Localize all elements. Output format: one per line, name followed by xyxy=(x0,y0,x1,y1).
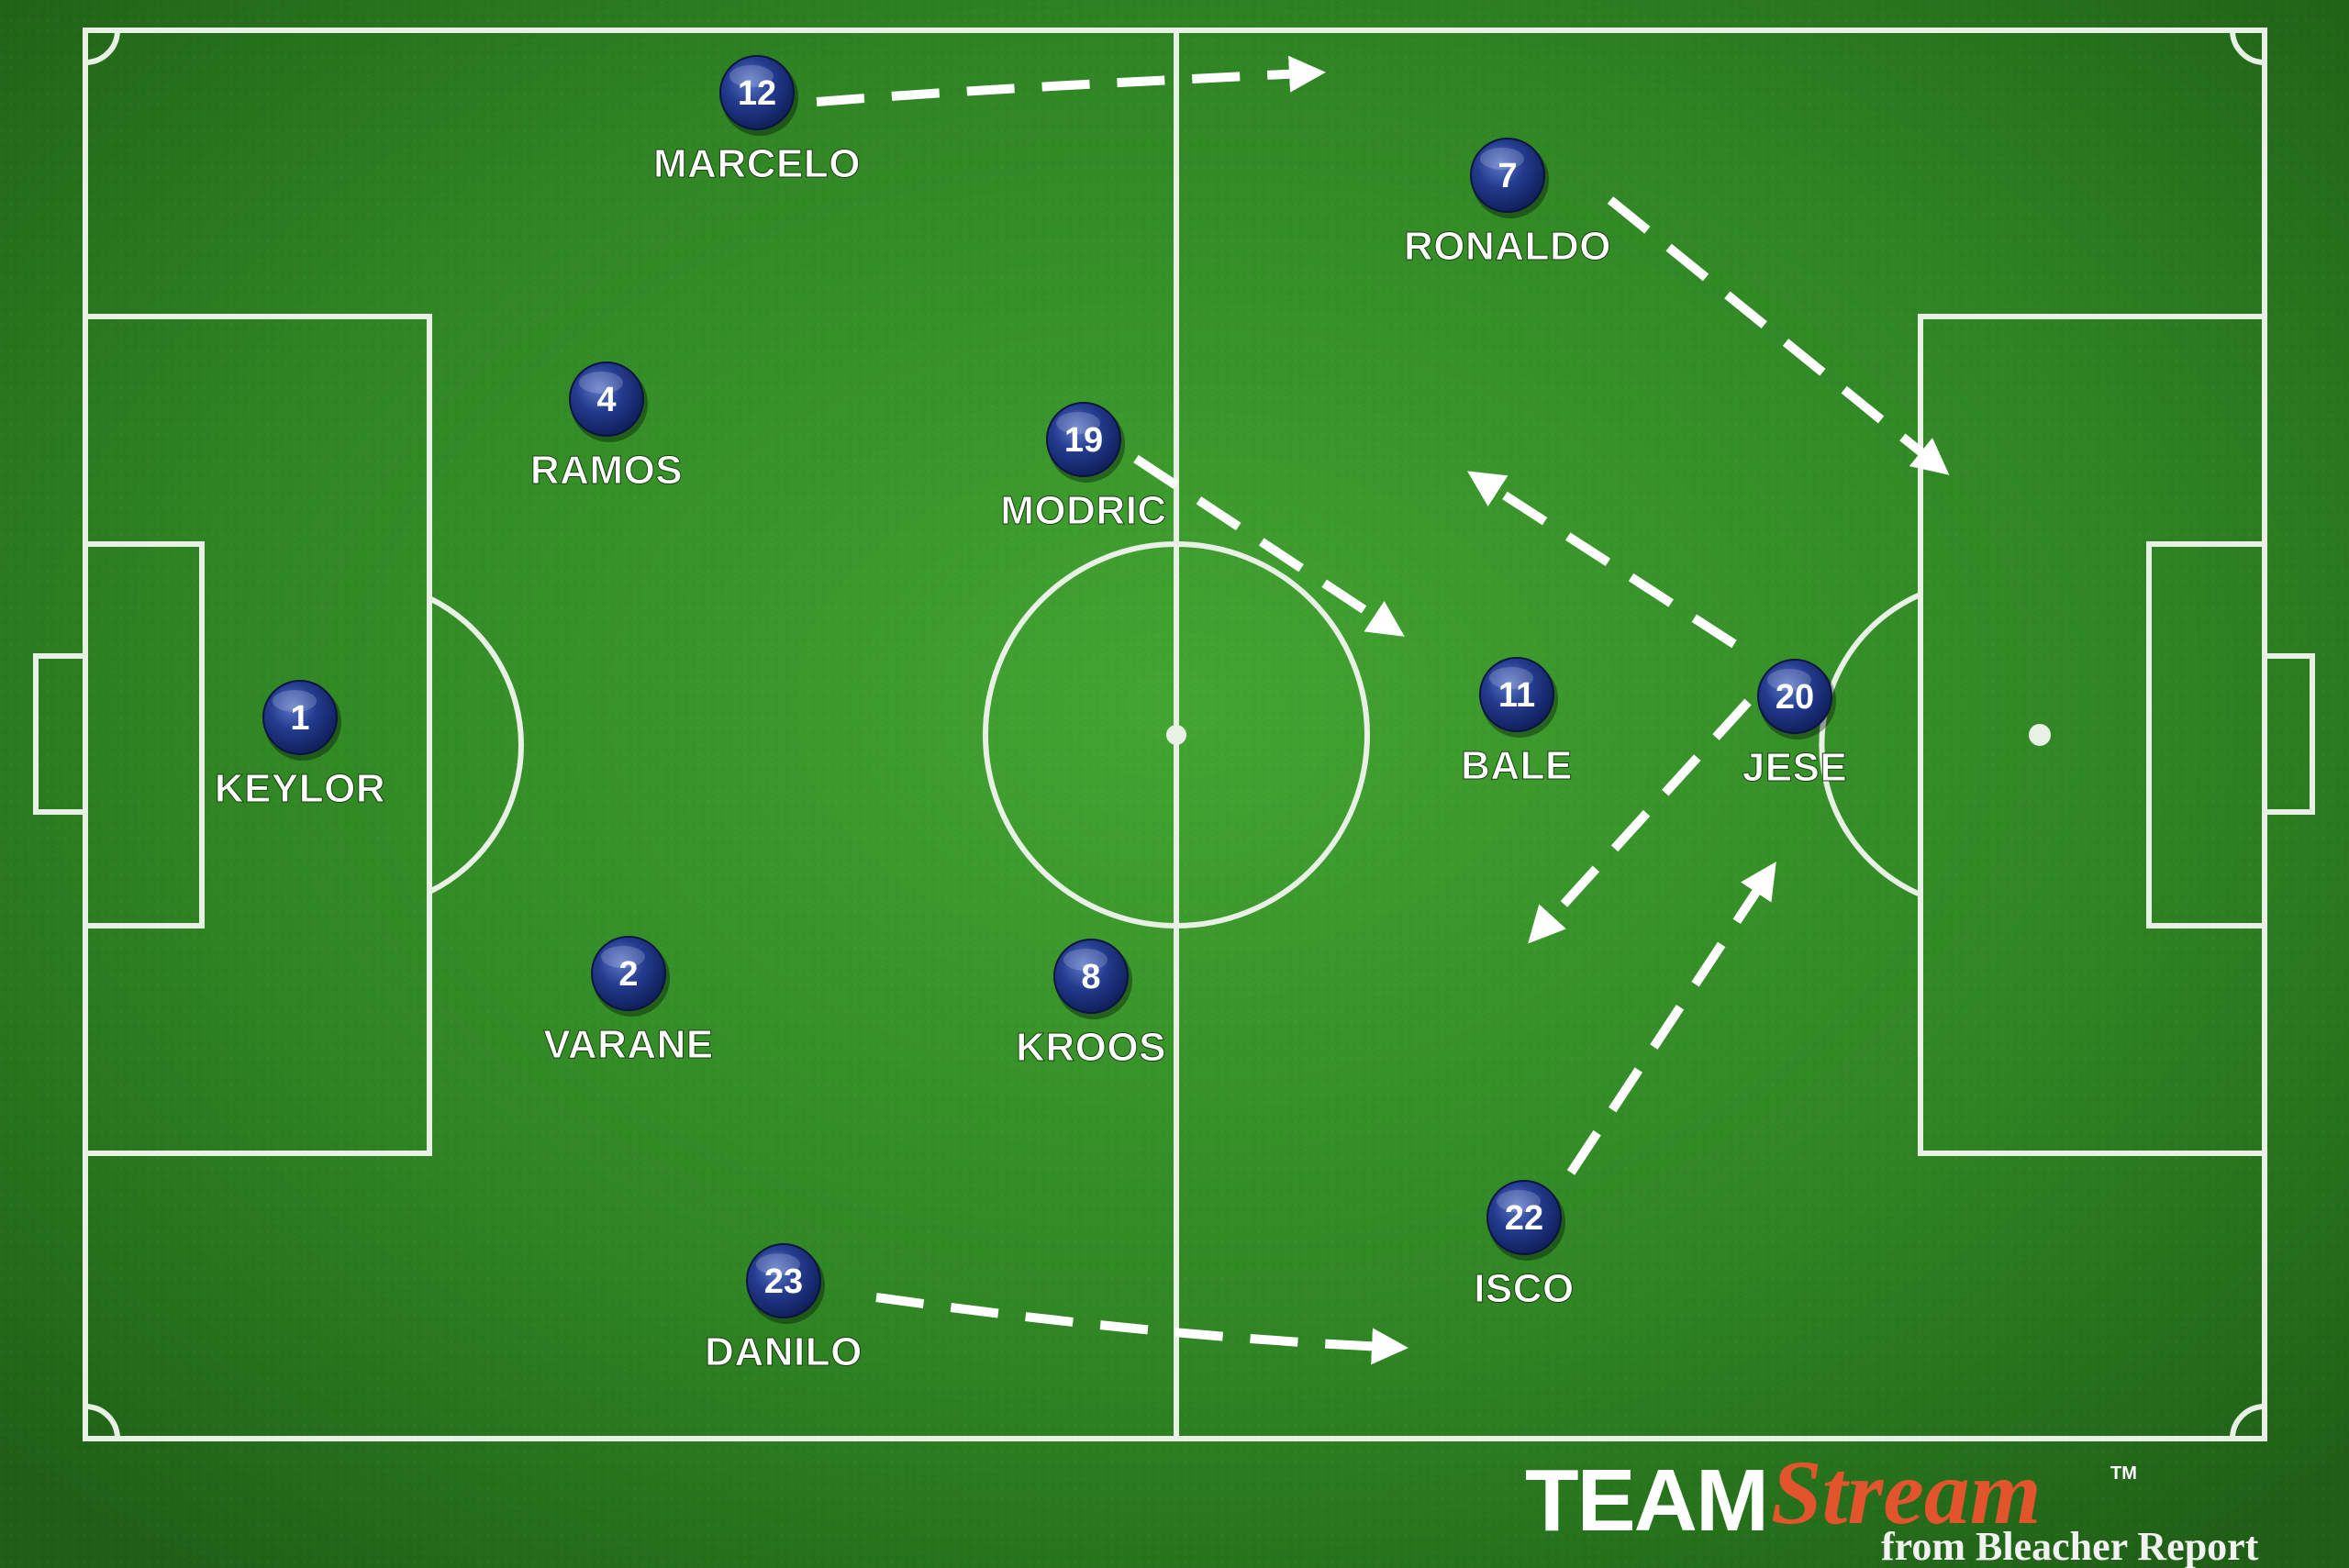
player-badge xyxy=(1479,657,1554,732)
corner-arc-top-left xyxy=(84,29,120,65)
brand-from-line: from Bleacher Report xyxy=(1881,1524,2259,1568)
right-goal xyxy=(2262,653,2315,815)
player-badge-shine xyxy=(1497,1190,1541,1212)
player-badge-shine xyxy=(756,1253,800,1275)
player-name: RAMOS xyxy=(530,448,683,493)
player-number: 1 xyxy=(290,699,309,738)
player-badge-shine xyxy=(1489,667,1533,689)
movement-arrows xyxy=(816,55,1950,1365)
team-stream-logo: TEAM Stream TM from Bleacher Report xyxy=(1525,1441,2259,1568)
player-badge xyxy=(1486,1180,1562,1255)
player-name: ISCO xyxy=(1474,1266,1575,1311)
player-number: 8 xyxy=(1081,958,1100,996)
arrow-jese-back-run xyxy=(1467,471,1737,649)
centre-spot xyxy=(1166,725,1186,745)
player-badge-shine xyxy=(273,690,317,712)
player-number: 22 xyxy=(1505,1199,1543,1238)
player-badge-shine xyxy=(1767,669,1811,691)
player-name: DANILO xyxy=(705,1329,863,1374)
player-badge xyxy=(719,55,795,130)
player-badge xyxy=(1757,659,1832,734)
arrow-jese-diagonal-run xyxy=(1528,698,1752,944)
player-name: RONALDO xyxy=(1404,224,1611,269)
player-badge xyxy=(1470,138,1545,213)
player-number: 2 xyxy=(618,955,638,994)
player-number: 7 xyxy=(1497,157,1517,195)
player-number: 4 xyxy=(596,381,616,419)
player-badge-shine xyxy=(1056,412,1100,434)
brand-stream-word: Stream xyxy=(1771,1441,2041,1543)
centre-circle xyxy=(983,541,1370,929)
player-badge xyxy=(591,936,666,1011)
player-name: KEYLOR xyxy=(215,766,385,811)
corner-arc-bottom-left xyxy=(84,1404,120,1440)
corner-arc-top-right xyxy=(2230,29,2266,65)
left-goal xyxy=(33,653,88,815)
corner-arc-bottom-right xyxy=(2230,1404,2266,1440)
player-name: MODRIC xyxy=(1000,488,1166,533)
player-number: 11 xyxy=(1498,676,1535,715)
player-badge xyxy=(262,680,338,755)
brand-team-word: TEAM xyxy=(1525,1451,1767,1550)
right-penalty-spot xyxy=(2029,724,2051,746)
player-badge xyxy=(746,1243,821,1318)
player-name: KROOS xyxy=(1016,1025,1166,1070)
player-number: 20 xyxy=(1776,678,1814,717)
player-badge xyxy=(569,361,644,437)
player-badge xyxy=(1053,939,1129,1014)
player-name: JESE xyxy=(1742,745,1848,790)
player-name: VARANE xyxy=(543,1022,714,1067)
player-badge-shine xyxy=(1063,949,1108,971)
arrow-modric-run xyxy=(1133,454,1405,637)
player-name: BALE xyxy=(1461,743,1573,788)
left-penalty-arc xyxy=(428,595,524,895)
player-badge-shine xyxy=(1480,148,1524,170)
arrow-danilo-run xyxy=(875,1293,1408,1365)
player-badge-shine xyxy=(729,65,774,87)
right-penalty-arc xyxy=(1819,592,1922,897)
player-badge-shine xyxy=(601,946,645,968)
arrow-isco-run xyxy=(1566,862,1776,1175)
brand-trademark: TM xyxy=(2110,1463,2137,1484)
player-number: 23 xyxy=(764,1262,803,1301)
arrow-marcelo-run xyxy=(816,55,1326,106)
player-name: MARCELO xyxy=(653,141,861,186)
player-number: 12 xyxy=(738,74,776,113)
arrow-ronaldo-run xyxy=(1607,196,1950,475)
player-number: 19 xyxy=(1064,421,1103,460)
pitch-markings xyxy=(33,28,2315,1441)
player-badge xyxy=(1046,402,1121,477)
player-badge-shine xyxy=(579,372,623,394)
